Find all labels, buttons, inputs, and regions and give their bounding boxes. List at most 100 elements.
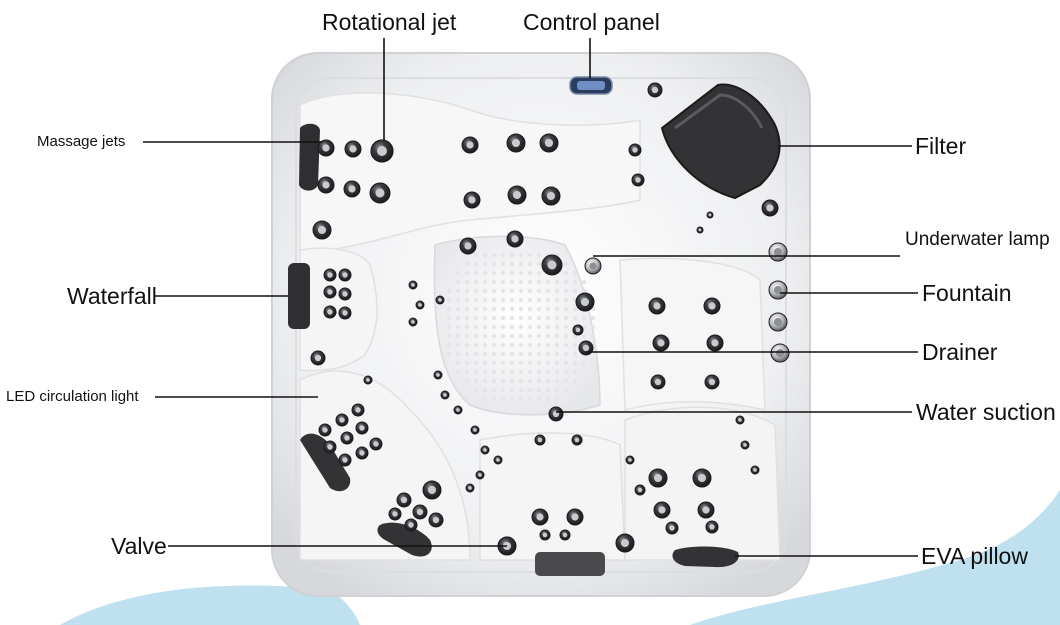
- massage-jet: [459, 237, 477, 255]
- massage-jet: [750, 465, 760, 475]
- eva-pillow-right: [672, 546, 739, 568]
- massage-jet: [312, 220, 332, 240]
- massage-jet: [740, 440, 750, 450]
- massage-jet: [310, 350, 326, 366]
- massage-jet: [571, 434, 583, 446]
- massage-jet: [433, 370, 443, 380]
- massage-jet: [404, 518, 418, 532]
- label-fountain: Fountain: [922, 280, 1012, 306]
- valve: [497, 536, 517, 556]
- massage-jet: [318, 423, 332, 437]
- massage-jet: [338, 287, 352, 301]
- massage-jet: [340, 431, 354, 445]
- label-underwater-lamp: Underwater lamp: [905, 229, 1050, 250]
- massage-jet: [388, 507, 402, 521]
- seat-bottom-center: [479, 432, 626, 561]
- fountain-nozzle: [770, 343, 790, 363]
- massage-jet: [355, 421, 369, 435]
- massage-jet: [631, 173, 645, 187]
- massage-jet: [493, 455, 503, 465]
- massage-jet: [652, 334, 670, 352]
- massage-jet: [338, 268, 352, 282]
- label-massage-jets: Massage jets: [37, 133, 126, 150]
- wave-left: [60, 585, 360, 625]
- massage-jet: [647, 82, 663, 98]
- massage-jet: [335, 413, 349, 427]
- massage-jet: [465, 483, 475, 493]
- water-suction: [548, 406, 564, 422]
- massage-jet: [453, 405, 463, 415]
- massage-jet: [323, 440, 337, 454]
- floor-texture: [446, 252, 596, 402]
- massage-jet: [323, 305, 337, 319]
- massage-jet: [703, 297, 721, 315]
- massage-jet: [735, 415, 745, 425]
- massage-jet: [761, 199, 779, 217]
- label-drainer: Drainer: [922, 339, 998, 365]
- massage-jet: [344, 140, 362, 158]
- massage-jet: [507, 185, 527, 205]
- massage-jet: [506, 230, 524, 248]
- massage-jet: [363, 375, 373, 385]
- massage-jet: [697, 501, 715, 519]
- massage-jet: [706, 334, 724, 352]
- massage-jet: [470, 425, 480, 435]
- massage-jet: [665, 521, 679, 535]
- massage-jet: [566, 508, 584, 526]
- lounge-seat-top-left: [299, 92, 641, 251]
- massage-jet: [615, 533, 635, 553]
- massage-jet: [531, 508, 549, 526]
- massage-jet: [705, 520, 719, 534]
- rotational-jet: [370, 139, 394, 163]
- massage-jet: [369, 182, 391, 204]
- massage-jet: [461, 136, 479, 154]
- fountain-nozzle: [768, 312, 788, 332]
- massage-jet: [355, 446, 369, 460]
- eva-pillow-bottom: [377, 522, 432, 557]
- massage-jet: [541, 186, 561, 206]
- label-water-suction: Water suction: [916, 399, 1056, 425]
- massage-jet: [575, 292, 595, 312]
- label-valve: Valve: [111, 533, 167, 559]
- massage-jet: [692, 468, 712, 488]
- label-filter: Filter: [915, 133, 967, 159]
- fountain-nozzle: [768, 280, 788, 300]
- seat-left: [299, 247, 378, 372]
- massage-jet: [412, 504, 428, 520]
- control-panel-screen: [577, 81, 605, 90]
- massage-jet: [625, 455, 635, 465]
- seat-right: [619, 257, 766, 411]
- waterfall: [288, 263, 310, 329]
- wave-right: [690, 490, 1060, 625]
- filter: [660, 83, 781, 200]
- label-rotational-jet: Rotational jet: [322, 9, 457, 35]
- massage-jet: [408, 317, 418, 327]
- massage-jet: [648, 297, 666, 315]
- massage-jet: [480, 445, 490, 455]
- massage-jet: [323, 268, 337, 282]
- drainer: [578, 340, 594, 356]
- pillow-bottom-left: [300, 433, 351, 492]
- underwater-lamp: [584, 257, 602, 275]
- massage-jet: [435, 295, 445, 305]
- massage-jet: [634, 484, 646, 496]
- label-eva-pillow: EVA pillow: [921, 543, 1028, 569]
- massage-jet: [428, 512, 444, 528]
- massage-jet: [338, 306, 352, 320]
- massage-jet: [541, 254, 563, 276]
- massage-jet: [369, 437, 383, 451]
- massage-jet: [572, 324, 584, 336]
- massage-jet: [396, 492, 412, 508]
- massage-jet: [653, 501, 671, 519]
- massage-jet: [628, 143, 642, 157]
- massage-jet: [463, 191, 481, 209]
- massage-jet: [338, 453, 352, 467]
- massage-jet: [422, 480, 442, 500]
- massage-jet: [440, 390, 450, 400]
- pillow-top-left: [299, 123, 320, 191]
- massage-jet: [704, 374, 720, 390]
- label-control-panel: Control panel: [523, 9, 660, 35]
- massage-jet: [343, 180, 361, 198]
